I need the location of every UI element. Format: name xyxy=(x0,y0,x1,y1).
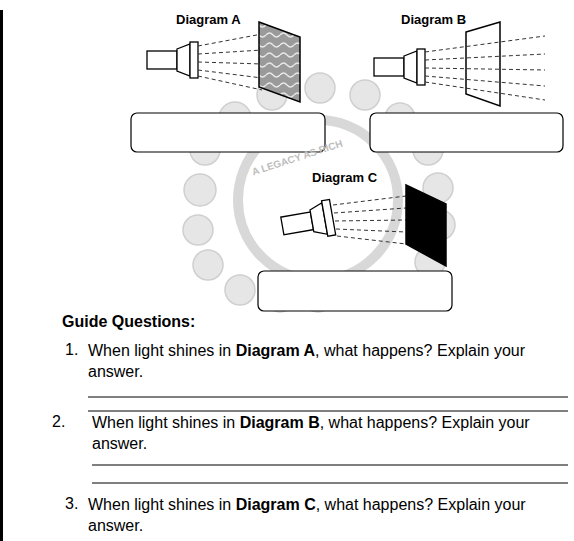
transparent-material xyxy=(466,22,500,106)
light-rays xyxy=(198,34,262,90)
question-number: 1. xyxy=(65,340,78,360)
question-number: 3. xyxy=(65,494,78,514)
flashlight xyxy=(279,199,335,243)
answer-box xyxy=(370,113,563,152)
question-part: When light shines in xyxy=(88,342,231,359)
question-part: Diagram B xyxy=(240,414,320,431)
question-number: 2. xyxy=(52,412,65,432)
question-text: When light shines inDiagram A, what happ… xyxy=(88,340,558,382)
opaque-material xyxy=(406,185,446,266)
edge-bar xyxy=(0,10,3,541)
question-part: When light shines in xyxy=(88,496,231,513)
diagram-title: Diagram C xyxy=(312,168,377,188)
section-heading: Guide Questions: xyxy=(62,312,195,332)
question-text: When light shines inDiagram B, what happ… xyxy=(92,412,562,454)
question-part: Diagram C xyxy=(236,496,316,513)
diagram-title: Diagram B xyxy=(401,10,466,30)
watermark-logo xyxy=(183,73,455,312)
light-rays xyxy=(425,36,545,100)
answer-box xyxy=(258,271,452,311)
flashlight xyxy=(147,42,198,78)
question-part: When light shines in xyxy=(92,414,235,431)
question-text: When light shines inDiagram C, what happ… xyxy=(88,494,558,536)
flashlight xyxy=(374,49,425,85)
answer-box xyxy=(131,113,325,152)
light-rays xyxy=(333,196,406,244)
answer-lines xyxy=(88,397,568,483)
translucent-material xyxy=(259,22,300,102)
diagram-title: Diagram A xyxy=(176,10,241,30)
question-part: Diagram A xyxy=(236,342,315,359)
